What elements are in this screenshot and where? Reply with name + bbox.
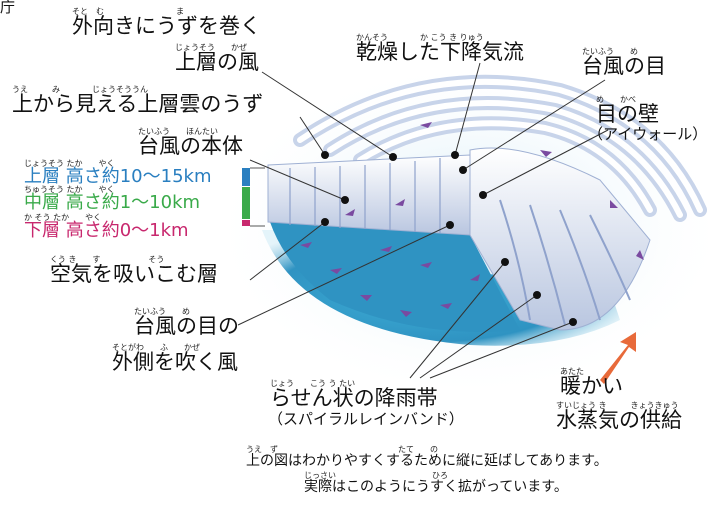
outer-eye-wind-label-line2: そとがわ ふ かぜ 外側を吹く風 — [112, 343, 238, 374]
rainband-label: じょう こう う たい らせん状の降雨帯 （スパイラルレインバンド） — [268, 379, 464, 428]
layer-upper-label: じょうそう たか やく 上層 高さ約10～15km — [24, 159, 212, 187]
wind-arrows — [300, 122, 644, 317]
upper-layer-bar — [242, 168, 250, 186]
note-line2: じっさい ひろ 実際はこのようにうすく拡がっています。 — [304, 471, 568, 495]
layer-middle-label: ちゅうそう たか やく 中層 高さ約1～10km — [24, 185, 201, 213]
typhoon-body-label: たいふう ほんたい 台風の本体 — [138, 127, 243, 158]
upper-wind-label: じょうそう かぜ 上層の風 — [175, 43, 259, 74]
warm-air-label-line1: あたた 暖かい — [560, 367, 623, 398]
leader-lines — [237, 62, 609, 379]
inflow-layer-label: くう き す そう 空気を吸いこむ層 — [50, 255, 218, 286]
upper-cloud-label: うえ み じょうそううん 上から見える上層雲のうず — [12, 85, 264, 116]
eye-label: たいふう め 台風の目 — [582, 47, 666, 78]
note-line1: うえ ず たて の 上の図はわかりやすくするために縦に延ばしてあります。 — [246, 445, 608, 469]
leader-dots — [321, 151, 577, 326]
eyewall-label: め かべ 目の壁 （アイウォール） — [588, 95, 708, 143]
lower-layer-plane — [270, 222, 520, 332]
outward-swirl-label: そと む ま 外向きにうずを巻く — [72, 7, 261, 38]
outer-eye-wind-label-line1: たいふう め 台風の目の — [134, 307, 239, 338]
lower-layer-bar — [242, 220, 250, 226]
layer-lower-label: か そう たか やく 下層 高さ約0～1km — [24, 213, 189, 241]
corner-text: 庁 — [0, 0, 16, 16]
warm-moisture-arrow — [600, 332, 636, 384]
eyewall-segment — [469, 147, 651, 331]
warm-air-label-line2: すいじょう き きょうきゅう 水蒸気の供給 — [556, 401, 682, 432]
middle-layer-bar — [242, 187, 250, 219]
dry-downdraft-label: かんそう か こう き りゅう 乾燥した下降気流 — [356, 33, 524, 64]
